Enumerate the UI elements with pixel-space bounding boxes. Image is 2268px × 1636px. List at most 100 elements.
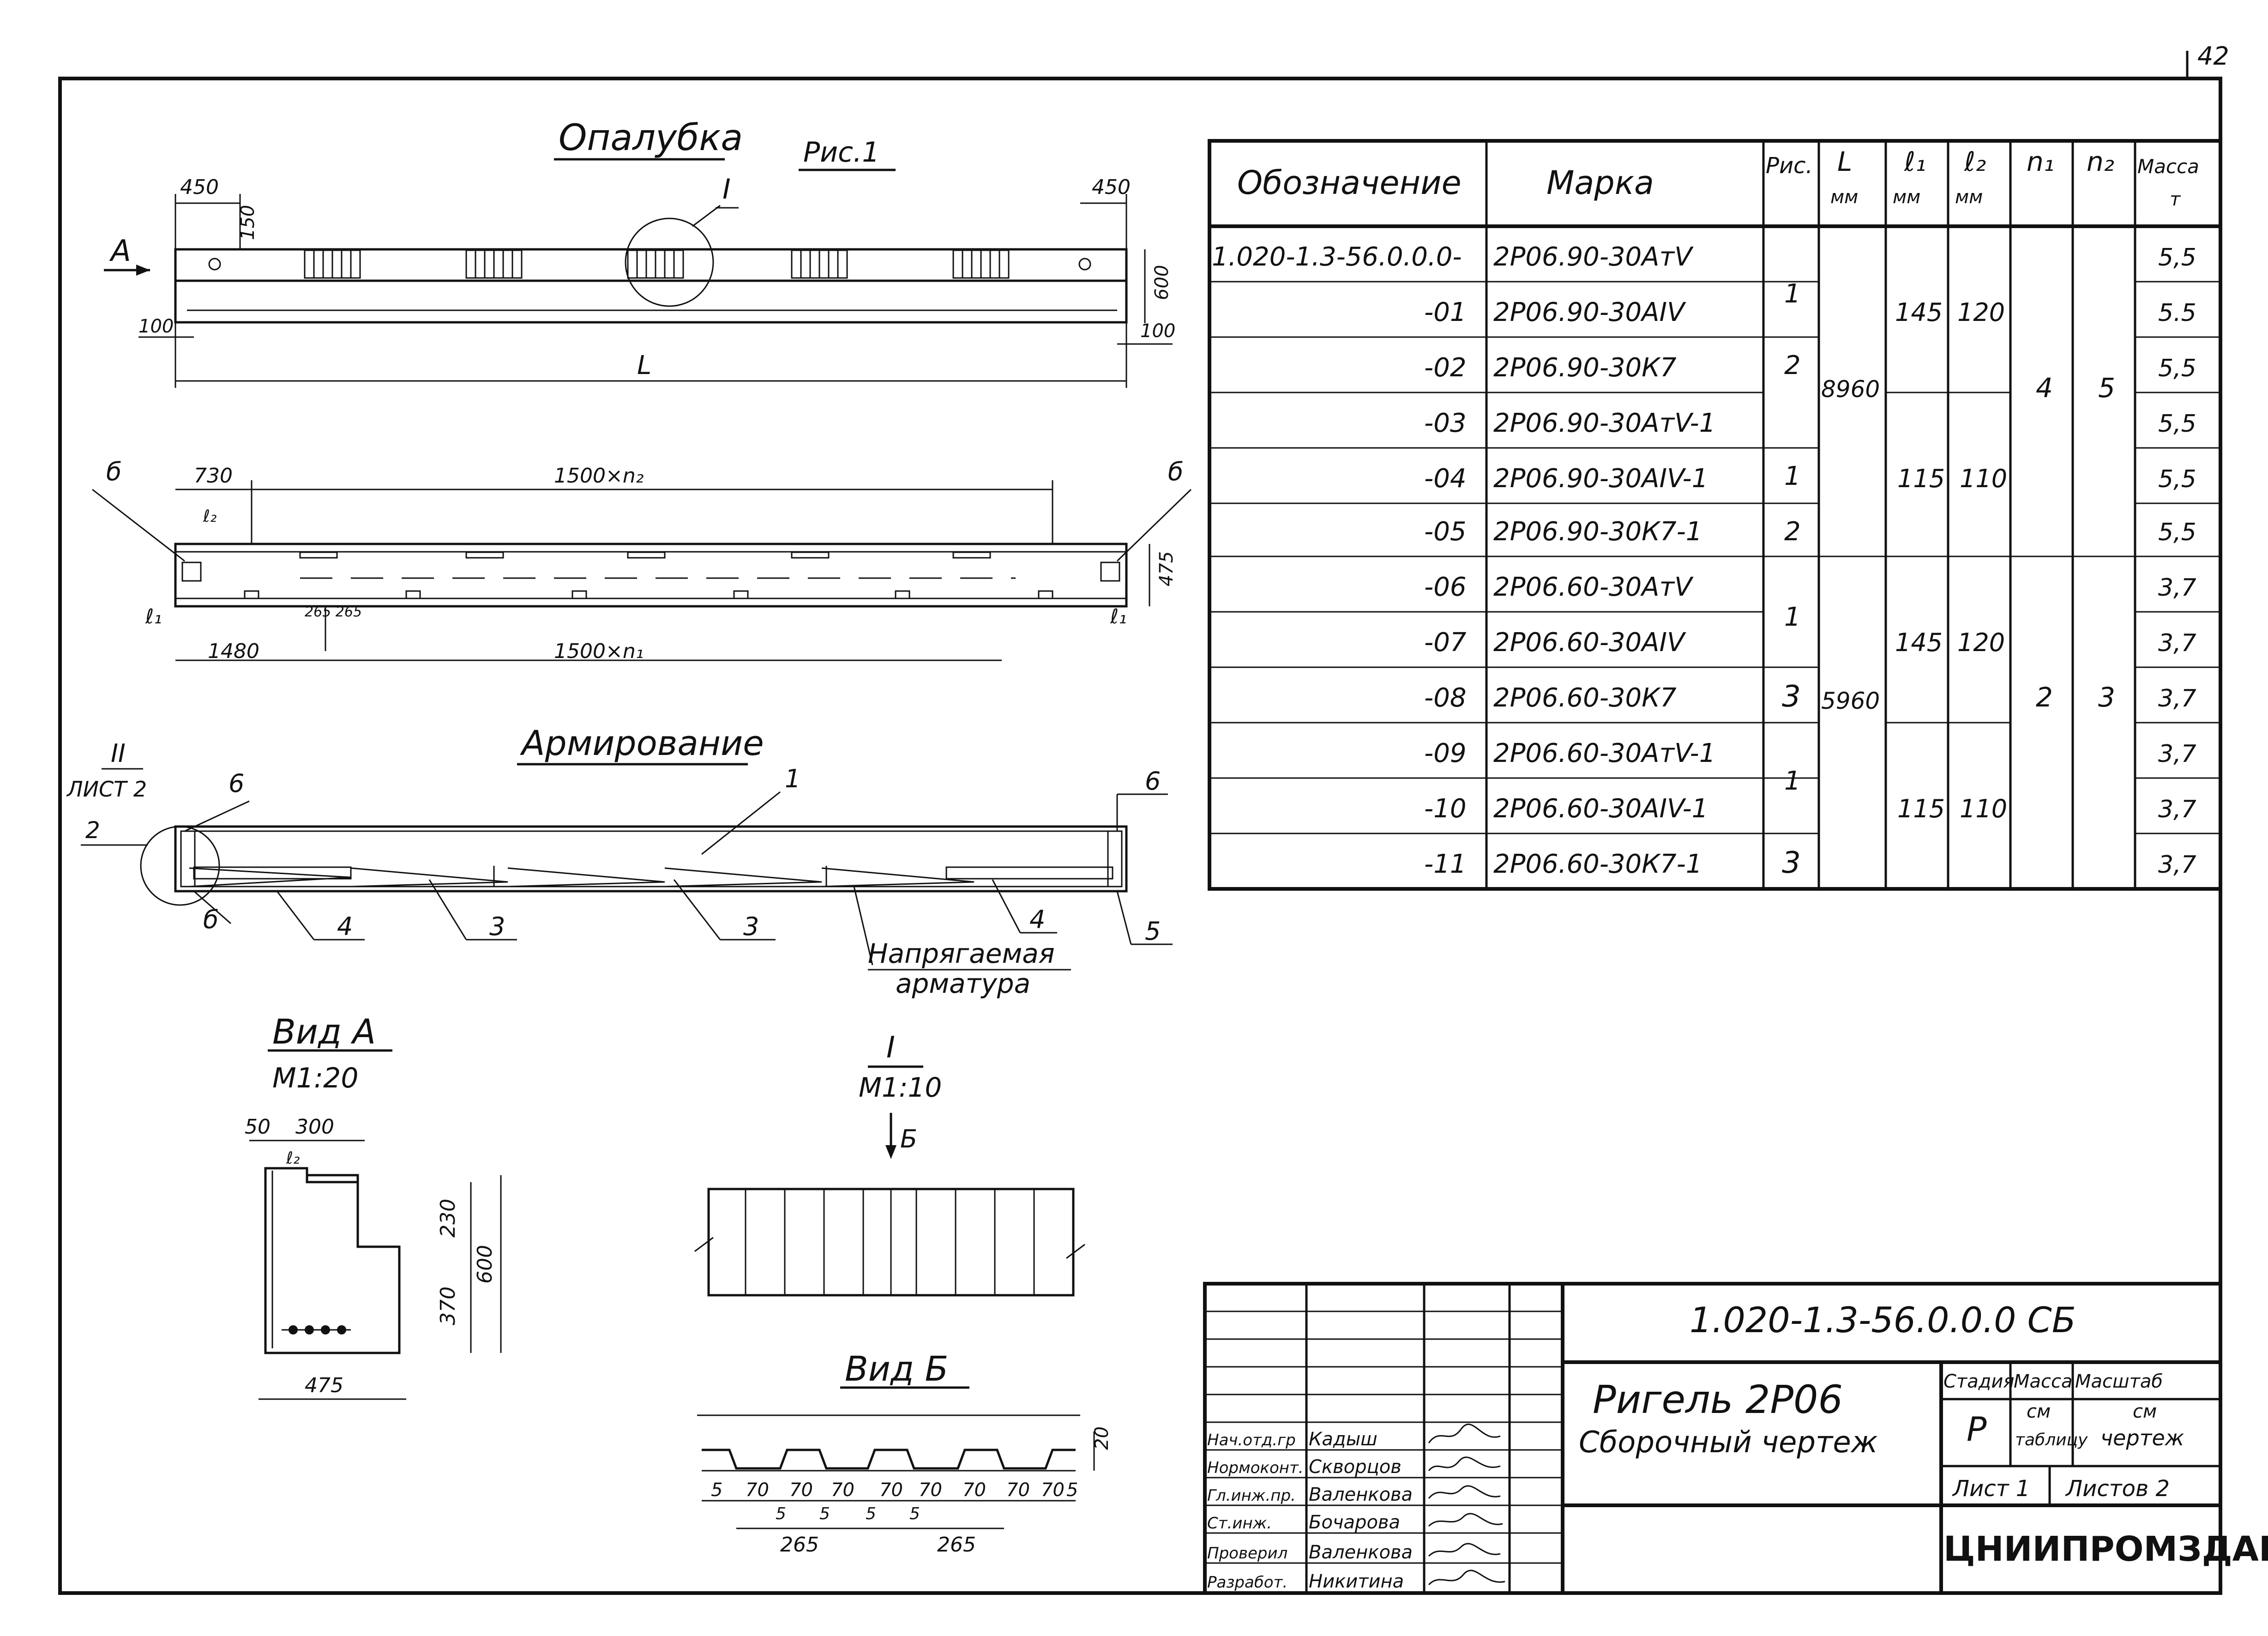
- sheet-ref-label: ЛИСТ 2: [66, 777, 147, 802]
- row-4-designation: -04: [1424, 464, 1466, 494]
- row-3-mark: 2Р06.90-30АтV-1: [1493, 408, 1715, 438]
- callout-3a: 3: [489, 912, 505, 941]
- dim-e1-left: ℓ₁: [145, 605, 162, 628]
- dim-265-265: 265 265: [305, 604, 362, 620]
- beam-top-part: [174, 248, 1128, 282]
- row-0-mark: 2Р06.90-30АтV: [1493, 242, 1694, 272]
- callout-3b: 3: [743, 912, 759, 941]
- th-mark: Марка: [1546, 164, 1654, 202]
- vb-70h: 70: [1041, 1479, 1065, 1501]
- title-block: [1203, 1282, 2222, 1595]
- th-n1: n₁: [2027, 146, 2054, 177]
- vb-5c: 5: [819, 1504, 830, 1523]
- table-rows: 1.020-1.3-56.0.0.0- 2Р06.90-30АтV 5,5 -0…: [1212, 242, 2196, 879]
- staff-1-name: Скворцов: [1309, 1456, 1402, 1478]
- dim-100-right: 100: [1140, 320, 1175, 342]
- lifting-hole-left: [208, 258, 221, 271]
- row-3-mass: 5,5: [2158, 410, 2196, 438]
- dim-450-right: 450: [1092, 175, 1131, 199]
- view-a-arrowhead: [136, 265, 150, 276]
- vb-5e: 5: [909, 1504, 920, 1523]
- dim-450-left: 450: [180, 175, 219, 199]
- staff-4-name: Валенкова: [1309, 1542, 1413, 1563]
- dim-e1-right: ℓ₁: [1110, 605, 1127, 628]
- view-b-title: Вид Б: [845, 1349, 948, 1389]
- row-10-mark: 2Р06.60-30АIV-1: [1493, 794, 1708, 824]
- detail-title: I: [886, 1031, 895, 1065]
- prestressed-label-2: арматура: [896, 968, 1030, 999]
- lifting-hole-right: [1078, 258, 1091, 271]
- tb-mass-value-1: см: [2027, 1401, 2051, 1422]
- row-10-mass: 3,7: [2158, 796, 2196, 823]
- va-dim-50: 50: [245, 1115, 271, 1139]
- end-block-left: [181, 561, 202, 582]
- fig-r11: 3: [1782, 846, 1801, 880]
- beam-bottom-part: [174, 279, 1128, 324]
- fig-r2: 2: [1784, 350, 1801, 380]
- callout-b-bottom: б: [203, 905, 218, 934]
- callout-6b: 6: [1145, 767, 1161, 796]
- row-11-mass: 3,7: [2158, 851, 2196, 879]
- vb-70f: 70: [963, 1479, 986, 1501]
- callout-b-left-leader: [92, 489, 185, 562]
- tb-scale-value-2: чертеж: [2100, 1425, 2184, 1450]
- vb-70e: 70: [919, 1479, 942, 1501]
- row-2-designation: -02: [1424, 353, 1466, 383]
- signatures: [1428, 1424, 1505, 1586]
- l2-a: 120: [1957, 298, 2005, 327]
- vb-profile: [702, 1449, 1076, 1470]
- tb-sheets: Листов 2: [2065, 1476, 2170, 1502]
- dim-l2-top: 1500×n₂: [554, 464, 644, 488]
- l1-a: 145: [1895, 298, 1943, 327]
- va-dim-370: 370: [436, 1286, 460, 1325]
- vb-5a: 5: [711, 1479, 722, 1501]
- tb-title-line1: Ригель 2Р06: [1593, 1377, 1843, 1422]
- table-merged-cells: 1 2 1 2 1 3 1 3 8960 5960 145 115 145 11…: [1782, 279, 2115, 880]
- callout-5-leader: [1116, 891, 1132, 945]
- view-a-scale: М1:20: [272, 1062, 359, 1094]
- sheet-ref-sub: 2: [85, 817, 100, 844]
- n1-top: 4: [2036, 372, 2053, 404]
- staff-5-role: Разработ.: [1207, 1573, 1287, 1592]
- l1-b: 115: [1897, 464, 1945, 493]
- view-b-arrowhead: [885, 1145, 896, 1159]
- row-0-designation: 1.020-1.3-56.0.0.0-: [1212, 242, 1462, 272]
- row-9-mass: 3,7: [2158, 740, 2196, 768]
- L-bottom: 5960: [1821, 688, 1880, 714]
- row-11-designation: -11: [1424, 849, 1466, 879]
- th-l1-unit: мм: [1893, 187, 1920, 208]
- l1-d: 115: [1897, 794, 1945, 823]
- signature-0: [1428, 1424, 1501, 1443]
- l1-c: 145: [1895, 628, 1943, 657]
- signature-3: [1428, 1513, 1503, 1527]
- view-b-arrow-label: Б: [900, 1124, 917, 1153]
- vb-70b: 70: [789, 1479, 813, 1501]
- va-dim-600: 600: [473, 1245, 497, 1284]
- va-dim-230: 230: [436, 1199, 460, 1238]
- callout-3a-leader: [428, 879, 467, 940]
- callout-b-right: б: [1168, 457, 1183, 486]
- detail-ii-circle: [140, 826, 220, 906]
- fig-r910: 1: [1784, 766, 1801, 796]
- th-n2: n₂: [2087, 146, 2114, 177]
- staff-3-role: Ст.инж.: [1207, 1514, 1272, 1533]
- row-6-mark: 2Р06.60-30АтV: [1493, 572, 1694, 602]
- row-7-mark: 2Р06.60-30АIV: [1493, 628, 1686, 658]
- detail-scale: М1:10: [859, 1072, 942, 1103]
- th-designation: Обозначение: [1237, 164, 1462, 202]
- row-0-mass: 5,5: [2158, 244, 2196, 272]
- row-1-mark: 2Р06.90-30АIV: [1493, 297, 1686, 327]
- plan-keys: [244, 551, 1053, 599]
- reinforcement-lattice: [180, 830, 1123, 887]
- row-9-mark: 2Р06.60-30АтV-1: [1493, 738, 1715, 768]
- callout-b-left: б: [106, 457, 121, 486]
- va-dim-300: 300: [295, 1115, 334, 1139]
- prestressed-label-1: Напрягаемая: [868, 938, 1055, 969]
- detail-i-marker: I: [722, 173, 731, 205]
- dim-100-left: 100: [138, 316, 174, 337]
- callout-b-bottom-leader: [193, 890, 231, 924]
- row-2-mark: 2Р06.90-30К7: [1493, 353, 1677, 383]
- end-block-right: [1100, 561, 1120, 582]
- staff-3-name: Бочарова: [1309, 1512, 1400, 1533]
